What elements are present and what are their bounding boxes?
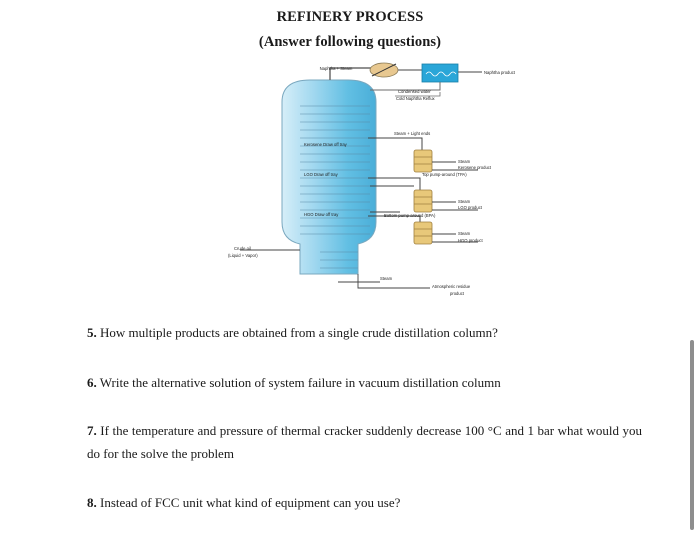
question-text: How multiple products are obtained from … xyxy=(100,325,498,340)
question-5: 5. How multiple products are obtained fr… xyxy=(87,321,498,344)
label-lgo-draw: LGO Draw off tray xyxy=(304,172,339,177)
label-steam-bottom: Steam xyxy=(380,276,393,281)
question-number: 6. xyxy=(87,375,97,390)
label-naphtha-product: Naphtha product xyxy=(484,70,516,75)
label-crude-oil: Crude oil xyxy=(234,246,251,251)
label-hgo-product: HGO product xyxy=(458,238,484,243)
label-steam-2: Steam xyxy=(458,199,471,204)
label-lgo-product: LGO product xyxy=(458,205,483,210)
refinery-diagram: Naphtha + Steam Naphtha product Condense… xyxy=(220,62,520,312)
label-steam-3: Steam xyxy=(458,231,471,236)
label-atmospheric-residue: Atmospheric residue xyxy=(432,284,471,289)
question-7: 7. If the temperature and pressure of th… xyxy=(87,419,642,465)
label-steam-1: Steam xyxy=(458,159,471,164)
question-text: If the temperature and pressure of therm… xyxy=(87,423,643,461)
question-number: 5. xyxy=(87,325,97,340)
label-kerosene-product: Kerosene product xyxy=(458,165,492,170)
label-top-pump-around: Top pump-around (TPA) xyxy=(422,172,467,177)
distillation-column xyxy=(281,79,377,275)
page-subtitle: (Answer following questions) xyxy=(258,34,442,50)
question-number: 7. xyxy=(87,423,97,438)
hgo-stripper xyxy=(413,221,433,245)
page-title: REFINERY PROCESS xyxy=(276,9,424,25)
question-text: Instead of FCC unit what kind of equipme… xyxy=(100,495,401,510)
label-bottom-pump-around: Bottom pump-around (BPA) xyxy=(384,213,436,218)
vertical-scrollbar[interactable] xyxy=(690,340,694,530)
label-liquid-vapor: (Liquid + Vapor) xyxy=(228,253,258,258)
label-residue-product: product xyxy=(450,291,465,296)
label-hgo-draw: HGO Draw off tray xyxy=(304,212,339,217)
label-steam-light-ends: Steam + Light ends xyxy=(394,131,430,136)
kerosene-stripper xyxy=(413,149,433,173)
label-kerosene-draw: Kerosene Draw off tray xyxy=(304,142,348,147)
question-8: 8. Instead of FCC unit what kind of equi… xyxy=(87,491,400,514)
lgo-stripper xyxy=(413,189,433,213)
label-naphtha-steam: Naphtha + Steam xyxy=(320,66,353,71)
question-6: 6. Write the alternative solution of sys… xyxy=(87,371,501,394)
question-number: 8. xyxy=(87,495,97,510)
label-cold-naphtha-reflux: Cold Naphtha Reflux xyxy=(396,96,436,101)
overhead-heat-exchanger xyxy=(369,62,399,78)
question-text: Write the alternative solution of system… xyxy=(99,375,501,390)
label-condensed-water: Condensed water xyxy=(398,89,431,94)
column-trays xyxy=(300,105,370,269)
